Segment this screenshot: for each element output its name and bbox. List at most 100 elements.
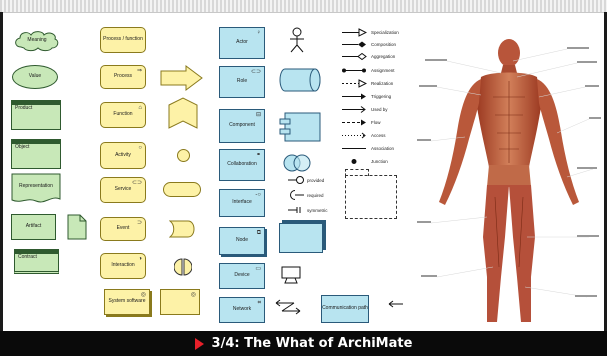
event-label: Event bbox=[117, 226, 130, 232]
interface-mini-icon: -○ bbox=[255, 192, 261, 198]
symmetric-icon bbox=[287, 205, 305, 215]
process-label: Process bbox=[114, 74, 132, 80]
function-bookmark-shape bbox=[168, 97, 198, 129]
device-mini-icon: ▭ bbox=[255, 266, 261, 272]
relation-flow: Flow bbox=[341, 118, 381, 127]
device-box: Device ▭ bbox=[219, 263, 265, 289]
event-shape bbox=[169, 220, 197, 238]
activity-circle-icon: ○ bbox=[138, 145, 142, 151]
component-shape bbox=[279, 112, 321, 142]
interaction-icon: ◑ bbox=[138, 256, 142, 262]
interface-label: required bbox=[307, 193, 324, 198]
component-mini-icon: ⊟ bbox=[256, 112, 261, 118]
provided-lollipop-icon bbox=[287, 175, 305, 185]
process-function-box: Process / function bbox=[100, 27, 146, 53]
role-box: Role ⊂⊃ bbox=[219, 66, 265, 98]
interaction-shape bbox=[174, 258, 192, 276]
actor-box: Actor ♀ bbox=[219, 27, 265, 59]
process-box: Process ⇒ bbox=[100, 65, 146, 89]
relation-access: Access bbox=[341, 131, 386, 140]
group-dashed-box bbox=[345, 175, 397, 219]
function-chevron-icon: ⌂ bbox=[138, 105, 142, 111]
aggregation-diamond-icon bbox=[341, 52, 367, 61]
node-box: Node ⧉ bbox=[219, 227, 265, 255]
system-software-shape: ◎ bbox=[160, 289, 200, 315]
value-oval: Value bbox=[12, 65, 58, 89]
relation-assignment: Assignment bbox=[341, 66, 395, 75]
device-label: Device bbox=[234, 273, 249, 279]
interface-label: symmetric bbox=[307, 208, 328, 213]
relation-realization: Realization bbox=[341, 79, 393, 88]
slide-title: 3/4: The What of ArchiMate bbox=[212, 336, 413, 351]
communication-path-box: Communication path bbox=[321, 295, 369, 323]
network-box: Network ⌗ bbox=[219, 297, 265, 323]
relation-label: Composition bbox=[371, 42, 396, 47]
artifact-document-icon bbox=[67, 214, 87, 240]
network-label: Network bbox=[233, 307, 251, 313]
activity-box: Activity ○ bbox=[100, 142, 146, 169]
relation-label: Aggregation bbox=[371, 54, 395, 59]
relation-aggregation: Aggregation bbox=[341, 52, 395, 61]
relation-junction: Junction bbox=[341, 157, 388, 166]
relation-specialization: Specialization bbox=[341, 28, 399, 37]
relation-label: Access bbox=[371, 133, 386, 138]
node-3d-shape bbox=[279, 223, 323, 253]
network-mini-icon: ⌗ bbox=[258, 300, 261, 306]
actor-icon bbox=[289, 27, 305, 53]
relation-label: Specialization bbox=[371, 30, 399, 35]
interface-symmetric: symmetric bbox=[287, 205, 328, 215]
activity-circle-shape bbox=[177, 149, 190, 162]
relation-association: Association bbox=[341, 144, 394, 153]
relation-label: Association bbox=[371, 146, 394, 151]
flow-arrow-icon bbox=[341, 118, 367, 127]
interface-provided: provided bbox=[287, 175, 324, 185]
interaction-box: Interaction ◑ bbox=[100, 253, 146, 279]
relation-composition: Composition bbox=[341, 40, 396, 49]
node-label: Node bbox=[236, 238, 248, 244]
function-box: Function ⌂ bbox=[100, 102, 146, 128]
service-pill-shape bbox=[163, 182, 201, 197]
interaction-label: Interaction bbox=[111, 263, 134, 269]
role-label: Role bbox=[237, 79, 247, 85]
group-tab bbox=[345, 169, 369, 176]
function-label: Function bbox=[113, 112, 132, 118]
interface-label: provided bbox=[307, 178, 324, 183]
anatomy-figure bbox=[417, 37, 602, 337]
object-box: Object bbox=[11, 139, 61, 169]
interface-label: Interface bbox=[232, 200, 251, 206]
relation-label: Triggering bbox=[371, 94, 391, 99]
process-arrow-shape bbox=[160, 65, 204, 91]
association-line-icon bbox=[341, 144, 367, 153]
service-box: Service ⊂⊃ bbox=[100, 177, 146, 203]
realization-arrow-icon bbox=[341, 79, 367, 88]
role-mini-icon: ⊂⊃ bbox=[251, 69, 261, 75]
relation-label: Realization bbox=[371, 81, 393, 86]
access-arrow-icon bbox=[341, 131, 367, 140]
component-box: Component ⊟ bbox=[219, 109, 265, 143]
red-play-marker-icon bbox=[195, 338, 204, 350]
activity-label: Activity bbox=[115, 153, 131, 159]
relation-label: Used by bbox=[371, 107, 388, 112]
top-decorative-strip bbox=[0, 0, 607, 13]
component-label: Component bbox=[229, 123, 255, 129]
collaboration-mini-icon: ⚭ bbox=[256, 152, 261, 158]
product-box: Product bbox=[11, 100, 61, 130]
event-icon: ⊃ bbox=[137, 220, 142, 226]
relation-label: Junction bbox=[371, 159, 388, 164]
process-arrow-icon: ⇒ bbox=[137, 68, 142, 74]
relation-triggering: Triggering bbox=[341, 92, 391, 101]
interface-required: required bbox=[287, 189, 324, 201]
contract-box: Contract bbox=[14, 249, 59, 274]
required-socket-icon bbox=[287, 189, 305, 201]
system-software-icon: ◎ bbox=[141, 292, 146, 298]
monitor-icon bbox=[280, 266, 302, 284]
actor-label: Actor bbox=[236, 40, 248, 46]
service-pill-icon: ⊂⊃ bbox=[132, 180, 142, 186]
actor-mini-icon: ♀ bbox=[257, 30, 262, 36]
assignment-line-icon bbox=[341, 66, 367, 75]
slide-footer-bar: 3/4: The What of ArchiMate bbox=[0, 331, 607, 356]
role-cylinder-shape bbox=[279, 68, 321, 92]
specialization-arrow-icon bbox=[341, 28, 367, 37]
representation-label: Representation bbox=[11, 173, 61, 201]
relation-used-by: Used by bbox=[341, 105, 388, 114]
